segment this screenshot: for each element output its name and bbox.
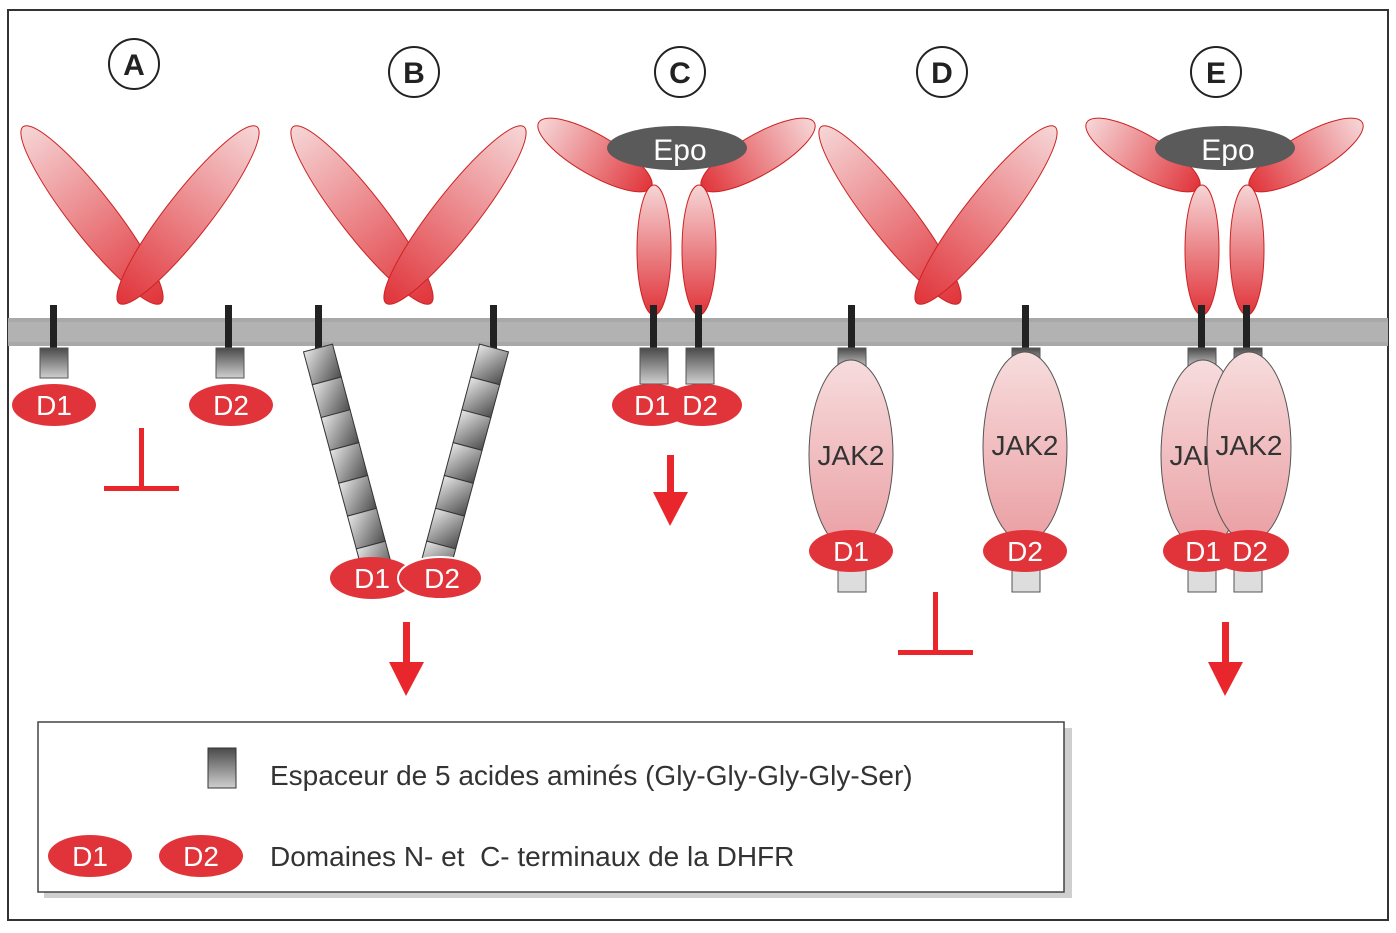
spacer-chain-left [302, 343, 394, 579]
d1-domain [330, 557, 414, 599]
signal-arrow [389, 622, 424, 696]
d1-label: D1 [833, 536, 869, 567]
d2-label: D2 [1007, 536, 1043, 567]
transmembrane-stalk [50, 305, 57, 350]
transmembrane-stalk [848, 305, 855, 350]
d2-label: D2 [682, 390, 718, 421]
d2-swatch-label: D2 [183, 841, 219, 872]
epo-label: Epo [653, 134, 706, 167]
d2-domain [1209, 530, 1289, 572]
d2-swatch [159, 835, 243, 877]
d1-domain [12, 384, 96, 426]
transmembrane-stalk [650, 305, 657, 350]
transmembrane-stalk [225, 305, 232, 350]
spacer-swatch [207, 747, 237, 789]
d2-domain [397, 556, 483, 600]
signal-arrow [653, 455, 688, 526]
jak2-label: JAK2 [992, 430, 1059, 461]
d1-domain [809, 530, 893, 572]
inhibition-symbol [104, 428, 179, 491]
panel-c-badge [654, 46, 706, 98]
panel-b-badge [388, 46, 440, 98]
intracellular-stub [39, 347, 69, 379]
receptor-arm [914, 125, 1058, 305]
d2-domain [983, 530, 1067, 572]
panel-d-badge [916, 46, 968, 98]
d1-swatch-label: D1 [72, 841, 108, 872]
d1-label: D1 [1185, 536, 1221, 567]
intracellular-stub [215, 347, 245, 379]
receptor-arm [20, 125, 164, 305]
epo-label: Epo [1201, 134, 1254, 167]
d1-swatch [48, 835, 132, 877]
d1-label: D1 [36, 390, 72, 421]
spacer-legend-text: Espaceur de 5 acides aminés (Gly-Gly-Gly… [270, 760, 913, 791]
d2-label: D2 [424, 563, 460, 594]
panel-e-badge [1190, 46, 1242, 98]
panel-e: E Epo JAK2 JAK2 D1 D2 [1085, 46, 1364, 696]
panel-b-letter: B [403, 57, 425, 90]
receptor-arm [636, 184, 672, 316]
intracellular-stub [685, 347, 715, 385]
epo-ligand [607, 126, 747, 170]
d2-label: D2 [1232, 536, 1268, 567]
d1-label: D1 [634, 390, 670, 421]
receptor-arm [116, 125, 260, 305]
intracellular-stub [639, 347, 669, 385]
jak2-label: JAK2 [1216, 430, 1283, 461]
inhibition-symbol [898, 592, 973, 655]
transmembrane-stalk [1022, 305, 1029, 350]
legend: Espaceur de 5 acides aminés (Gly-Gly-Gly… [37, 721, 1072, 898]
receptor-arm [290, 125, 434, 305]
panel-c: C Epo D1 D2 [537, 46, 816, 526]
transmembrane-stalk [490, 305, 497, 350]
receptor-arm [1184, 184, 1220, 316]
signal-arrow [1208, 622, 1243, 696]
epo-ligand [1155, 126, 1295, 170]
d2-domain [189, 384, 273, 426]
domain-legend-text: Domaines N- et C- terminaux de la DHFR [270, 841, 794, 872]
d1-label: D1 [354, 563, 390, 594]
panel-c-letter: C [669, 57, 691, 90]
panel-a-letter: A [123, 49, 145, 82]
panel-b: B D1 D2 [290, 46, 527, 696]
jak2-label: JAK2 [818, 440, 885, 471]
receptor-arm [1229, 184, 1265, 316]
transmembrane-stalk [1198, 305, 1205, 350]
receptor-arm [383, 125, 527, 305]
panel-d-letter: D [931, 57, 953, 90]
receptor-arm [681, 184, 717, 316]
transmembrane-stalk [315, 305, 322, 350]
panel-a: A D1 D2 [12, 38, 273, 491]
d2-label: D2 [213, 390, 249, 421]
d2-domain [662, 384, 742, 426]
transmembrane-stalk [695, 305, 702, 350]
panel-d: D JAK2 JAK2 D1 D2 [808, 46, 1068, 655]
transmembrane-stalk [1243, 305, 1250, 350]
panel-e-letter: E [1206, 57, 1226, 90]
receptor-arm [818, 125, 962, 305]
panel-a-badge [108, 38, 160, 90]
